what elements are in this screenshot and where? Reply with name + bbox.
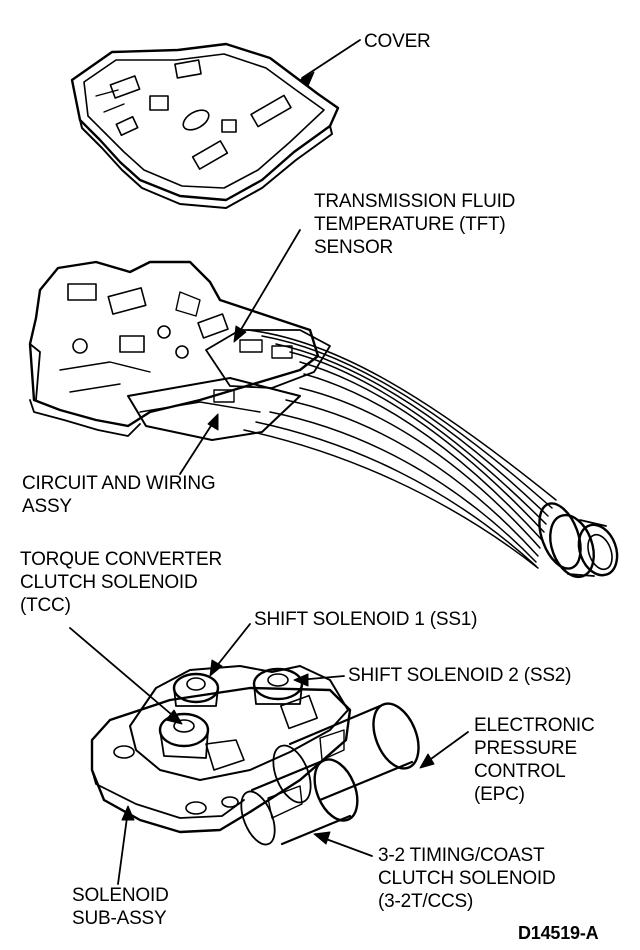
cover-part <box>70 42 340 209</box>
label-3-2-timing-coast: 3-2 TIMING/COAST CLUTCH SOLENOID (3-2T/C… <box>378 845 556 912</box>
valve-body-part <box>28 260 320 437</box>
label-ss2: SHIFT SOLENOID 2 (SS2) <box>348 665 572 686</box>
label-ss1: SHIFT SOLENOID 1 (SS1) <box>254 609 478 630</box>
circuit-and-wiring-part <box>127 329 619 579</box>
solenoid-subassy-part <box>90 665 420 846</box>
label-cover: COVER <box>364 31 431 52</box>
circuit-leader-line <box>179 417 217 475</box>
label-solenoid-subassy: SOLENOID SUB-ASSY <box>72 885 169 929</box>
label-epc: ELECTRONIC PRESSURE CONTROL (EPC) <box>474 715 595 805</box>
cover-leader-line <box>301 39 361 79</box>
figure-id: D14519-A <box>518 923 599 943</box>
tft-leader-line <box>235 229 301 339</box>
label-circuit-and-wiring: CIRCUIT AND WIRING ASSY <box>22 473 216 517</box>
subassy-leader-line <box>117 809 129 885</box>
label-tcc: TORQUE CONVERTER CLUTCH SOLENOID (TCC) <box>20 549 222 616</box>
tcc-leader-line <box>69 627 179 721</box>
label-tft-sensor: TRANSMISSION FLUID TEMPERATURE (TFT) SEN… <box>314 191 516 258</box>
